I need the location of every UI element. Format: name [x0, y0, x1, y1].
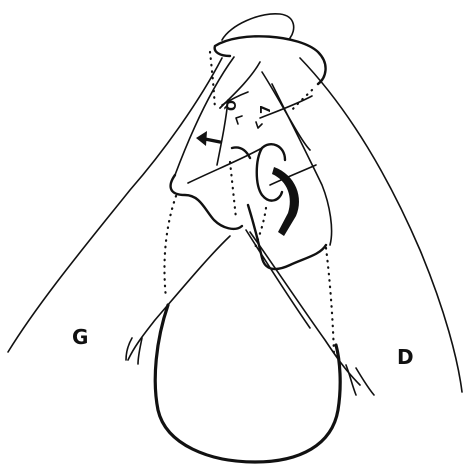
label-d: D [397, 345, 414, 369]
dotted-right-top [292, 90, 312, 110]
seven-mark-arrow [256, 122, 262, 128]
center-knot [232, 147, 250, 158]
label-g: G [72, 325, 88, 349]
left-outer-line [8, 58, 222, 352]
label-q: Q [222, 100, 237, 111]
dotted-right-long [326, 248, 334, 356]
label-7: 7 [259, 105, 274, 114]
right-tassel [346, 365, 374, 395]
dotted-center [230, 162, 236, 218]
lower-knot [248, 205, 326, 269]
inner-line-c [272, 84, 332, 245]
arrow-head [196, 131, 207, 146]
dotted-top-left [210, 52, 215, 110]
q-mark-arrow [236, 116, 242, 124]
lower-mid-strand [246, 230, 310, 328]
left-fold [171, 175, 242, 229]
lower-left-strand [128, 236, 230, 360]
bottom-loop [155, 305, 340, 462]
bold-hook-fill [272, 167, 299, 236]
dotted-left-long [164, 196, 176, 298]
right-outer-line [300, 58, 462, 392]
lower-right-strand [250, 232, 360, 385]
inner-diag-mid [188, 148, 262, 183]
